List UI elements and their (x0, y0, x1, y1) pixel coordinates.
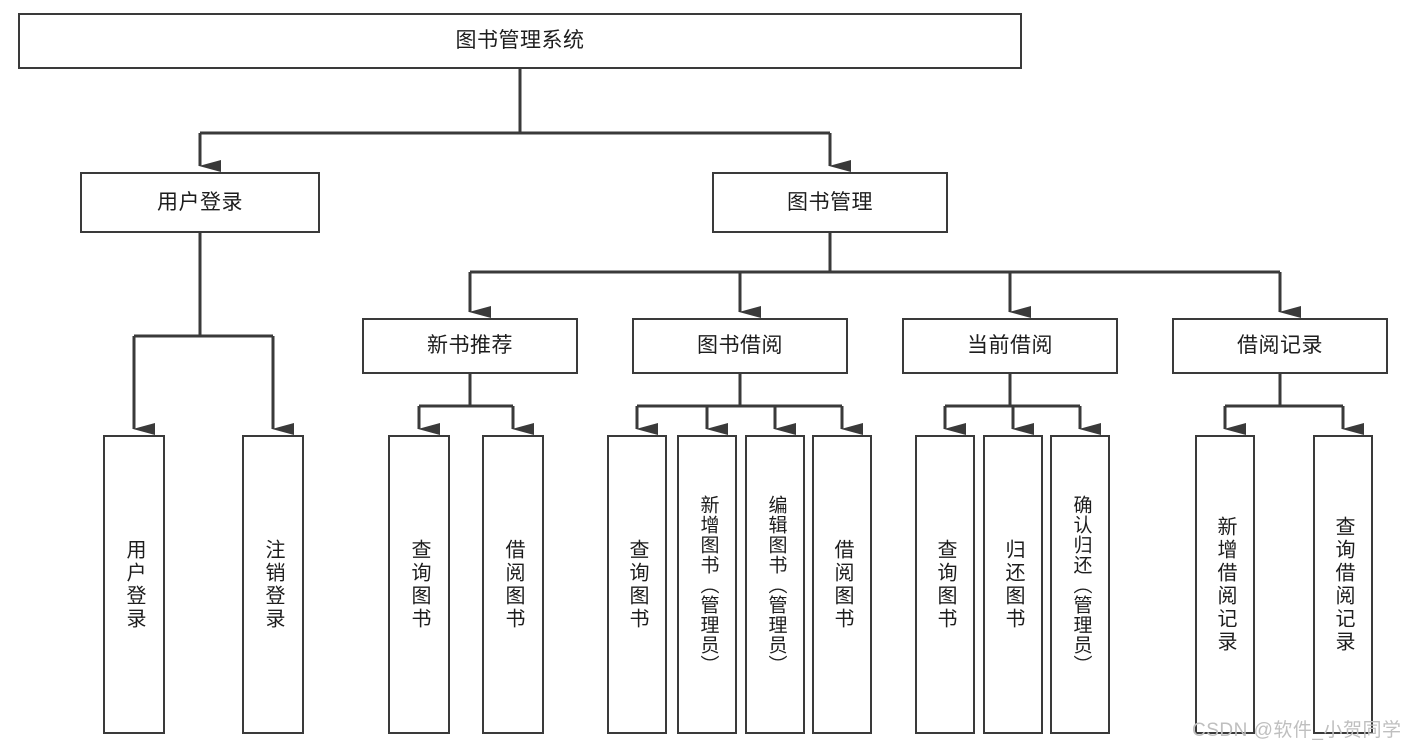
node-leaf-user-logout[interactable]: 注销登录 (242, 435, 304, 734)
node-leaf-query-books-recommend[interactable]: 查询图书 (388, 435, 450, 734)
node-root-label: 图书管理系统 (455, 29, 585, 53)
node-leaf-query-books-current[interactable]: 查询图书 (915, 435, 975, 734)
node-leaf-add-borrow-record-label: 新增借阅记录 (1214, 515, 1236, 654)
node-current-borrow-label: 当前借阅 (967, 334, 1053, 358)
node-leaf-user-logout-label: 注销登录 (262, 538, 284, 631)
node-user-login[interactable]: 用户登录 (80, 172, 320, 233)
node-book-management-label: 图书管理 (787, 190, 873, 214)
csdn-watermark: CSDN @软件_小贺同学 (1192, 720, 1402, 741)
node-leaf-user-login[interactable]: 用户登录 (103, 435, 165, 734)
node-book-borrow-label: 图书借阅 (697, 334, 783, 358)
node-leaf-query-books-recommend-label: 查询图书 (408, 538, 430, 631)
node-borrow-record[interactable]: 借阅记录 (1172, 318, 1388, 374)
node-root[interactable]: 图书管理系统 (18, 13, 1022, 69)
node-leaf-add-borrow-record[interactable]: 新增借阅记录 (1195, 435, 1255, 734)
node-new-book-recommend[interactable]: 新书推荐 (362, 318, 578, 374)
node-leaf-user-login-label: 用户登录 (123, 538, 145, 631)
node-leaf-confirm-return-admin-label: 确认归还（管理员） (1070, 494, 1092, 675)
node-leaf-return-book[interactable]: 归还图书 (983, 435, 1043, 734)
node-leaf-edit-book-admin[interactable]: 编辑图书（管理员） (745, 435, 805, 734)
node-current-borrow[interactable]: 当前借阅 (902, 318, 1118, 374)
node-leaf-borrow-books-recommend[interactable]: 借阅图书 (482, 435, 544, 734)
node-leaf-confirm-return-admin[interactable]: 确认归还（管理员） (1050, 435, 1110, 734)
node-leaf-borrow-book-label: 借阅图书 (831, 538, 853, 631)
node-leaf-return-book-label: 归还图书 (1002, 538, 1024, 631)
node-leaf-query-books-borrow[interactable]: 查询图书 (607, 435, 667, 734)
node-user-login-label: 用户登录 (157, 190, 243, 214)
node-borrow-record-label: 借阅记录 (1237, 334, 1323, 358)
node-leaf-query-borrow-record-label: 查询借阅记录 (1332, 515, 1354, 654)
node-leaf-add-book-admin[interactable]: 新增图书（管理员） (677, 435, 737, 734)
node-leaf-query-books-current-label: 查询图书 (934, 538, 956, 631)
node-leaf-borrow-books-recommend-label: 借阅图书 (502, 538, 524, 631)
node-new-book-recommend-label: 新书推荐 (427, 334, 513, 358)
node-book-borrow[interactable]: 图书借阅 (632, 318, 848, 374)
node-leaf-query-borrow-record[interactable]: 查询借阅记录 (1313, 435, 1373, 734)
node-leaf-query-books-borrow-label: 查询图书 (626, 538, 648, 631)
node-leaf-add-book-admin-label: 新增图书（管理员） (697, 494, 719, 675)
node-book-management[interactable]: 图书管理 (712, 172, 948, 233)
node-leaf-borrow-book[interactable]: 借阅图书 (812, 435, 872, 734)
node-leaf-edit-book-admin-label: 编辑图书（管理员） (765, 494, 787, 675)
